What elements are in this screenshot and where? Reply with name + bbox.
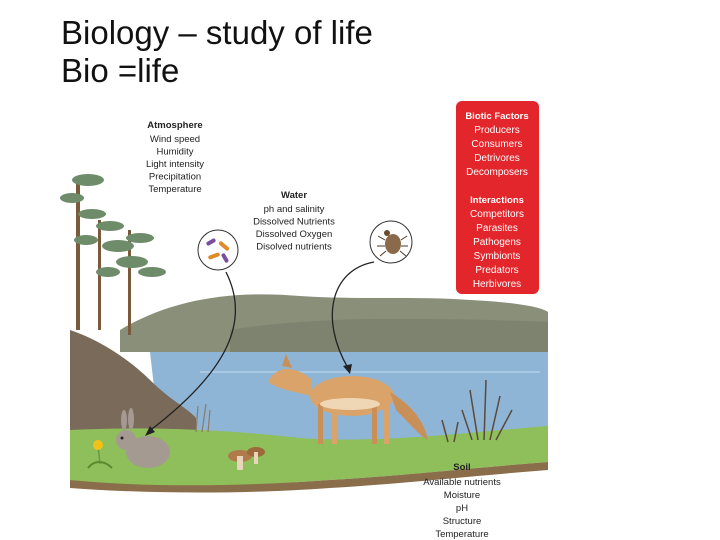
interactions-item: Pathogens <box>473 237 521 248</box>
biotic-factors-item: Consumers <box>471 139 522 150</box>
water-heading: Water <box>281 190 307 201</box>
interactions-item: Competitors <box>470 209 524 220</box>
interactions-label-group: Interactions CompetitorsParasitesPathoge… <box>470 195 524 290</box>
biotic-factors-item: Producers <box>474 125 520 136</box>
water-item: Disolved nutrients <box>256 242 332 253</box>
bacteria-icon <box>198 230 238 270</box>
soil-item: Available nutrients <box>423 477 501 488</box>
atmosphere-heading: Atmosphere <box>147 120 202 131</box>
soil-item: Moisture <box>444 490 480 501</box>
interactions-item: Parasites <box>476 223 518 234</box>
interactions-item: Herbivores <box>473 279 521 290</box>
soil-item: Structure <box>443 516 482 527</box>
soil-item: pH <box>456 503 468 514</box>
soil-item: Temperature <box>435 529 488 540</box>
water-item: ph and salinity <box>264 204 325 215</box>
atmosphere-item: Light intensity <box>146 159 204 170</box>
interactions-heading: Interactions <box>470 195 524 206</box>
atmosphere-item: Temperature <box>148 184 201 195</box>
beetle-icon <box>370 221 412 263</box>
water-item: Dissolved Nutrients <box>253 217 335 228</box>
atmosphere-item: Precipitation <box>149 172 201 183</box>
atmosphere-item: Wind speed <box>150 134 200 145</box>
biotic-factors-heading: Biotic Factors <box>465 111 528 122</box>
pine-tree-illustration <box>60 174 166 335</box>
atmosphere-item: Humidity <box>157 147 194 158</box>
biotic-factors-item: Decomposers <box>466 167 528 178</box>
biotic-factors-item: Detrivores <box>474 153 520 164</box>
interactions-item: Symbionts <box>474 251 521 262</box>
interactions-item: Predators <box>475 265 518 276</box>
soil-heading: Soil <box>453 462 470 473</box>
biotic-factors-label-group: Biotic Factors ProducersConsumersDetrivo… <box>465 111 528 178</box>
water-item: Dissolved Oxygen <box>256 229 333 240</box>
